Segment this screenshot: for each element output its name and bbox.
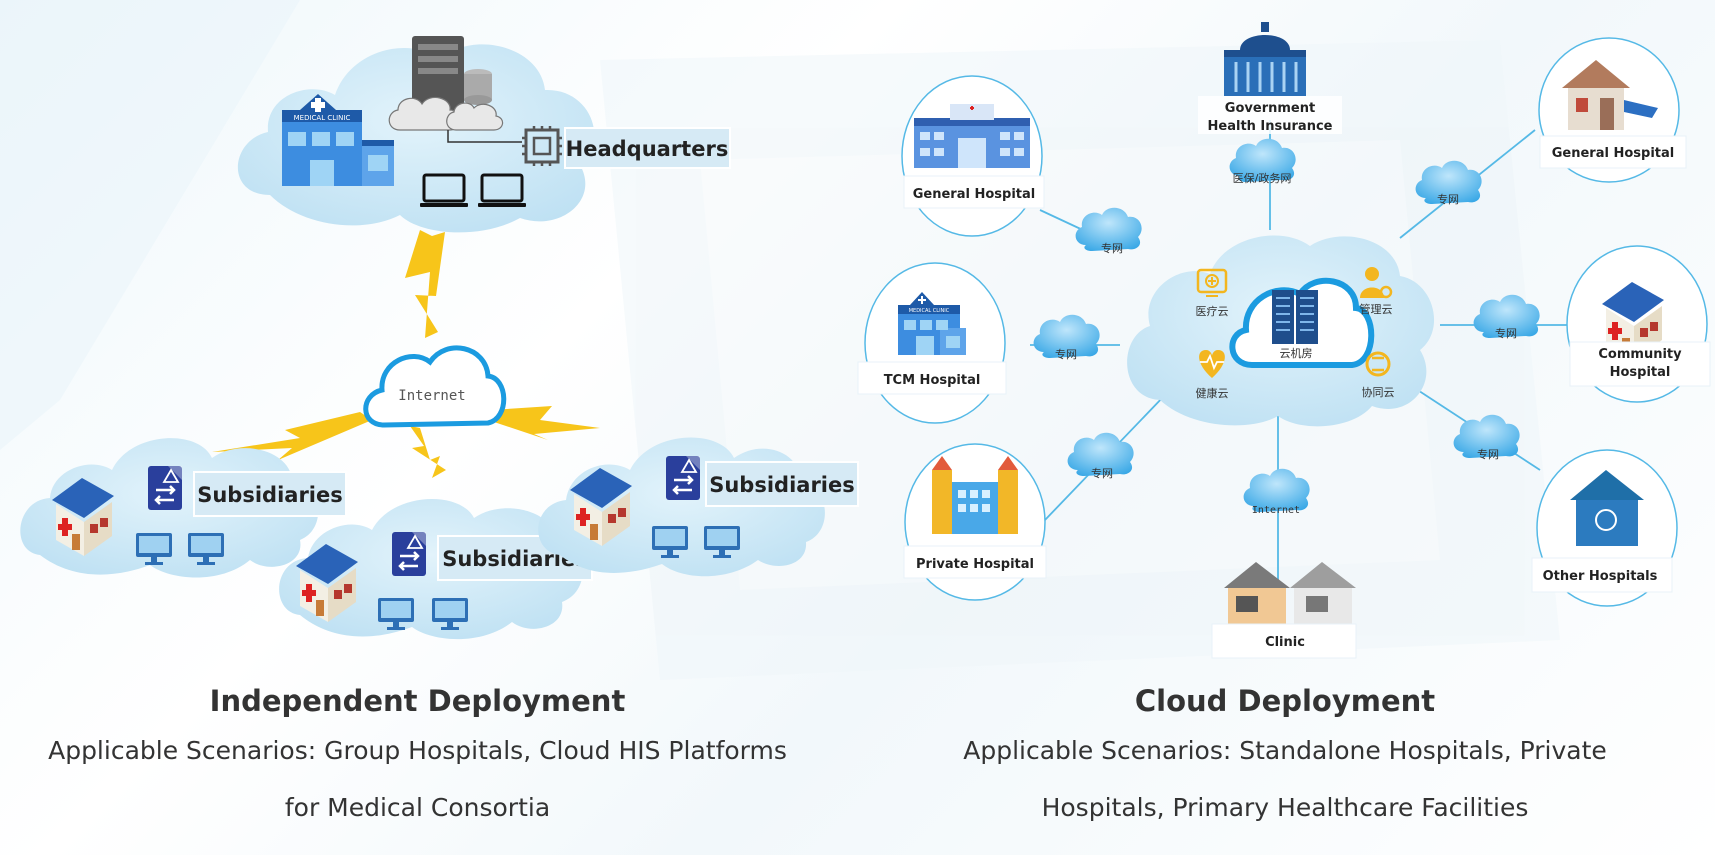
- svg-text:专网: 专网: [1495, 326, 1517, 340]
- independent-title: Independent Deployment: [209, 684, 626, 718]
- management-cloud-icon: [1360, 267, 1393, 299]
- server-icon: [412, 36, 492, 110]
- medical-cloud-icon: [1196, 268, 1228, 297]
- svg-text:MEDICAL CLINIC: MEDICAL CLINIC: [909, 308, 950, 314]
- general-hospital-node-right: General Hospital: [1538, 37, 1687, 183]
- independent-subtitle-line1: Applicable Scenarios: Group Hospitals, C…: [48, 736, 787, 765]
- gov-label-line2: Health Insurance: [1208, 119, 1333, 134]
- gov-network-cloud: 医保/政务网: [1229, 138, 1296, 185]
- private-network-cloud: 专网: [1067, 432, 1134, 480]
- independent-caption: Independent Deployment Applicable Scenar…: [20, 684, 815, 836]
- svg-text:专网: 专网: [1091, 466, 1113, 480]
- health-cloud-label: 健康云: [1196, 386, 1229, 400]
- svg-text:TCM Hospital: TCM Hospital: [884, 373, 981, 388]
- management-cloud-label: 管理云: [1360, 302, 1393, 316]
- cloud-deployment: 云机房 医疗云 管理云 健康云: [857, 22, 1711, 659]
- headquarters-text: Headquarters: [566, 137, 729, 161]
- headquarters-label: Headquarters: [564, 127, 731, 169]
- central-cloud: 云机房 医疗云 管理云 健康云: [1127, 235, 1435, 427]
- community-hospital-node: Community Hospital: [1566, 245, 1711, 403]
- gov-label-line1: Government: [1225, 101, 1315, 116]
- internet-cloud: Internet: [363, 345, 507, 428]
- svg-text:General Hospital: General Hospital: [913, 187, 1035, 202]
- other-hospitals-node: Other Hospitals: [1531, 449, 1678, 607]
- subsidiaries-label: Subsidiaries: [709, 473, 855, 497]
- svg-text:Other Hospitals: Other Hospitals: [1543, 569, 1658, 584]
- server-doc-icon: [146, 464, 184, 512]
- cloud-title: Cloud Deployment: [1134, 684, 1436, 718]
- svg-text:专网: 专网: [1055, 347, 1077, 361]
- independent-subtitle-line2: for Medical Consortia: [284, 793, 551, 822]
- private-network-cloud: 专网: [1473, 294, 1540, 340]
- private-network-cloud: 专网: [1075, 207, 1142, 255]
- subsidiary-cloud-1: Subsidiaries: [20, 438, 347, 578]
- svg-text:General Hospital: General Hospital: [1552, 146, 1674, 161]
- cloud-icon: [388, 96, 504, 131]
- server-doc-icon: [664, 454, 702, 502]
- svg-text:Private Hospital: Private Hospital: [916, 557, 1034, 572]
- svg-text:Internet: Internet: [1252, 505, 1300, 516]
- cloud-subtitle-line2: Hospitals, Primary Healthcare Facilities: [1041, 793, 1529, 822]
- svg-text:Community: Community: [1598, 347, 1682, 362]
- svg-text:Clinic: Clinic: [1265, 635, 1305, 650]
- subsidiaries-label: Subsidiaries: [197, 483, 343, 507]
- collaboration-cloud-label: 协同云: [1362, 385, 1395, 399]
- private-network-cloud: 专网: [1453, 414, 1520, 461]
- svg-text:Hospital: Hospital: [1610, 365, 1671, 380]
- svg-text:专网: 专网: [1437, 192, 1459, 206]
- lightning-icons: [212, 230, 600, 478]
- svg-text:专网: 专网: [1477, 447, 1499, 461]
- general-hospital-node-left: General Hospital: [901, 75, 1045, 237]
- tcm-hospital-node: MEDICAL CLINIC TCM Hospital: [857, 262, 1007, 424]
- clinic-node: Clinic: [1211, 562, 1357, 659]
- medical-clinic-building: MEDICAL CLINIC: [282, 94, 394, 186]
- government-building-icon: [1224, 22, 1306, 96]
- private-network-cloud: 专网: [1033, 314, 1100, 361]
- subsidiary-cloud-3: Subsidiaries: [538, 437, 859, 577]
- chip-icon: [522, 126, 562, 166]
- collaboration-cloud-icon: [1365, 351, 1391, 377]
- clinic-sign-text: MEDICAL CLINIC: [294, 114, 351, 122]
- subsidiary-cloud-2: Subsidiaries: [279, 498, 593, 640]
- server-rack-icon: [1272, 290, 1318, 344]
- cloud-caption: Cloud Deployment Applicable Scenarios: S…: [900, 684, 1670, 836]
- independent-deployment: MEDICAL CLINIC Headquarters: [20, 36, 859, 640]
- cloud-room-label: 云机房: [1280, 346, 1313, 360]
- medical-cloud-label: 医疗云: [1196, 304, 1229, 318]
- svg-text:医保/政务网: 医保/政务网: [1233, 171, 1292, 185]
- internet-cloud-small: Internet: [1243, 468, 1310, 516]
- private-hospital-node: Private Hospital: [903, 443, 1047, 601]
- cloud-subtitle-line1: Applicable Scenarios: Standalone Hospita…: [963, 736, 1607, 765]
- gov-label-box: [1198, 96, 1342, 134]
- svg-text:专网: 专网: [1101, 241, 1123, 255]
- server-doc-icon: [390, 530, 428, 578]
- health-cloud-icon: [1199, 350, 1225, 378]
- internet-label: Internet: [398, 388, 465, 404]
- private-network-cloud: 专网: [1415, 160, 1482, 206]
